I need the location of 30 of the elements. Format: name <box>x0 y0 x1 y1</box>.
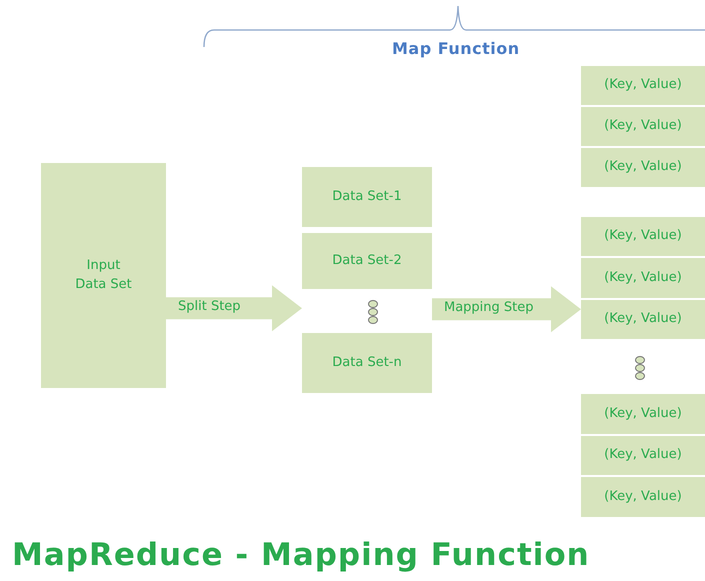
process-box <box>581 148 705 187</box>
node-text: (Key, Value) <box>604 404 682 423</box>
section-label: Map Function <box>392 39 520 58</box>
process-box <box>581 66 705 105</box>
node-text: (Key, Value) <box>604 117 682 136</box>
process-box <box>302 233 432 289</box>
node-text: Data Set-n <box>332 354 402 372</box>
process-box <box>581 300 705 339</box>
process-box <box>41 163 166 388</box>
edge-label: Split Step <box>178 299 241 314</box>
node-text: (Key, Value) <box>604 446 682 464</box>
node-text: (Key, Value) <box>604 158 682 176</box>
node-text: (Key, Value) <box>604 310 682 328</box>
node-text: (Key, Value) <box>604 76 682 94</box>
process-box <box>581 258 705 298</box>
process-box <box>581 107 705 146</box>
process-box <box>581 394 705 434</box>
process-box <box>581 436 705 475</box>
node-text: (Key, Value) <box>604 488 682 506</box>
title: MapReduce - Mapping Function <box>12 537 590 573</box>
node-text: (Key, Value) <box>604 268 682 287</box>
process-box <box>302 167 432 227</box>
node-text: Data Set-1 <box>332 188 402 206</box>
node-text: Input Data Set <box>74 257 133 294</box>
node-text: (Key, Value) <box>604 227 682 246</box>
process-box <box>581 477 705 517</box>
process-box <box>581 217 705 256</box>
process-box <box>302 333 432 393</box>
node-text: Data Set-2 <box>332 252 402 270</box>
edge-label: Mapping Step <box>444 300 534 316</box>
